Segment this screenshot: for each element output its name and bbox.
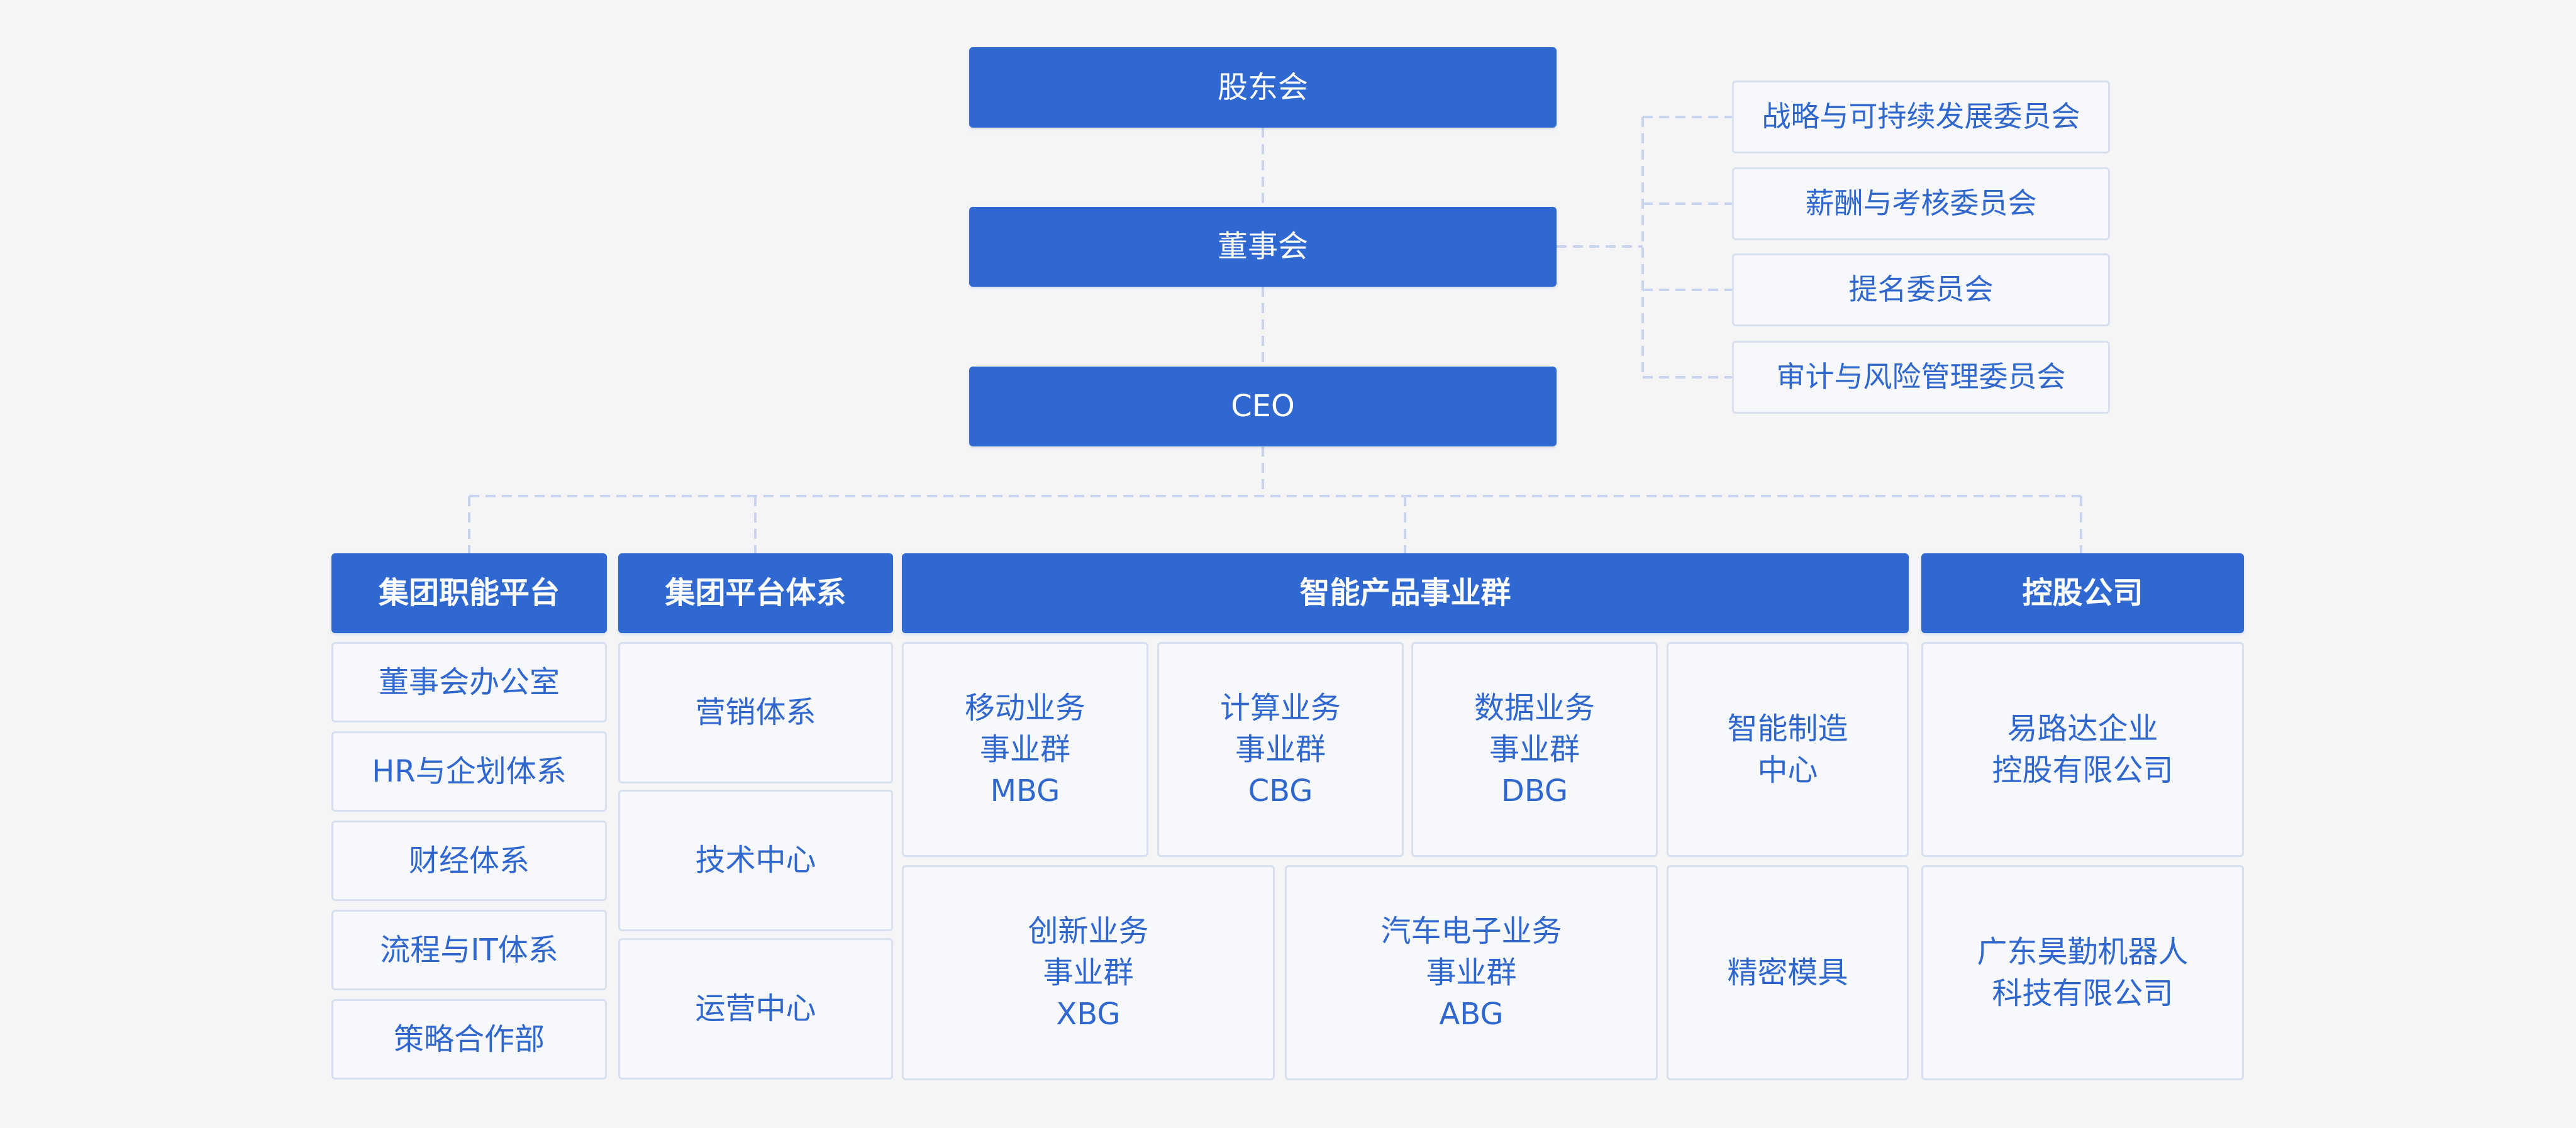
board-of-directors-label: 董事会	[1217, 229, 1308, 265]
division-platform-title: 集团平台体系	[665, 575, 847, 611]
committee-nomination-label: 提名委员会	[1848, 272, 1994, 307]
platform-item: 营销体系	[618, 642, 893, 783]
product-unit-label: 创新业务 事业群 XBG	[1028, 913, 1149, 1032]
functional-item: 董事会办公室	[331, 642, 607, 722]
functional-item: 流程与IT体系	[331, 910, 607, 990]
functional-item: 财经体系	[331, 821, 607, 901]
committee-compensation-box: 薪酬与考核委员会	[1732, 167, 2110, 240]
platform-item: 运营中心	[618, 938, 893, 1080]
committee-compensation-label: 薪酬与考核委员会	[1805, 186, 2037, 221]
ceo-label: CEO	[1231, 389, 1295, 424]
product-unit-box: 移动业务 事业群 MBG	[902, 642, 1148, 857]
committee-audit-box: 审计与风险管理委员会	[1732, 341, 2110, 414]
division-functional-title: 集团职能平台	[378, 575, 560, 611]
holding-company-label: 易路达企业 控股有限公司	[1992, 711, 2174, 788]
functional-item-label: 策略合作部	[393, 1021, 545, 1057]
platform-item-label: 技术中心	[695, 843, 816, 878]
product-unit-label: 汽车电子业务 事业群 ABG	[1380, 913, 1562, 1032]
holding-company-box: 广东昊勤机器人 科技有限公司	[1921, 865, 2244, 1080]
board-of-directors-box: 董事会	[969, 207, 1557, 287]
product-unit-label: 计算业务 事业群 CBG	[1219, 690, 1341, 809]
shareholders-meeting-box: 股东会	[969, 47, 1557, 128]
functional-item-label: HR与企划体系	[372, 753, 567, 789]
committee-strategy-box: 战略与可持续发展委员会	[1732, 80, 2110, 153]
product-unit-box: 精密模具	[1667, 865, 1909, 1080]
functional-item-label: 流程与IT体系	[380, 932, 558, 968]
ceo-box: CEO	[969, 367, 1557, 446]
platform-item: 技术中心	[618, 790, 893, 931]
platform-item-label: 运营中心	[695, 991, 816, 1027]
product-unit-box: 汽车电子业务 事业群 ABG	[1285, 865, 1658, 1080]
functional-item: HR与企划体系	[331, 731, 607, 812]
product-unit-label: 移动业务 事业群 MBG	[964, 690, 1085, 809]
division-holdings-title: 控股公司	[2022, 575, 2143, 611]
product-unit-label: 数据业务 事业群 DBG	[1474, 690, 1595, 809]
product-unit-box: 创新业务 事业群 XBG	[902, 865, 1275, 1080]
product-unit-label: 精密模具	[1727, 954, 1848, 990]
division-platform-header: 集团平台体系	[618, 553, 893, 633]
platform-item-label: 营销体系	[695, 695, 816, 731]
division-functional-header: 集团职能平台	[331, 553, 607, 633]
holding-company-label: 广东昊勤机器人 科技有限公司	[1977, 934, 2189, 1011]
product-unit-box: 计算业务 事业群 CBG	[1157, 642, 1404, 857]
product-unit-label: 智能制造 中心	[1727, 711, 1848, 788]
division-products-header: 智能产品事业群	[902, 553, 1909, 633]
functional-item-label: 董事会办公室	[378, 664, 560, 700]
shareholders-meeting-label: 股东会	[1217, 69, 1308, 105]
functional-item: 策略合作部	[331, 999, 607, 1080]
product-unit-box: 智能制造 中心	[1667, 642, 1909, 857]
committee-nomination-box: 提名委员会	[1732, 253, 2110, 326]
holding-company-box: 易路达企业 控股有限公司	[1921, 642, 2244, 857]
committee-audit-label: 审计与风险管理委员会	[1776, 360, 2066, 394]
division-products-title: 智能产品事业群	[1299, 575, 1511, 611]
product-unit-box: 数据业务 事业群 DBG	[1411, 642, 1658, 857]
committee-strategy-label: 战略与可持续发展委员会	[1762, 99, 2080, 134]
division-holdings-header: 控股公司	[1921, 553, 2244, 633]
functional-item-label: 财经体系	[408, 843, 530, 878]
